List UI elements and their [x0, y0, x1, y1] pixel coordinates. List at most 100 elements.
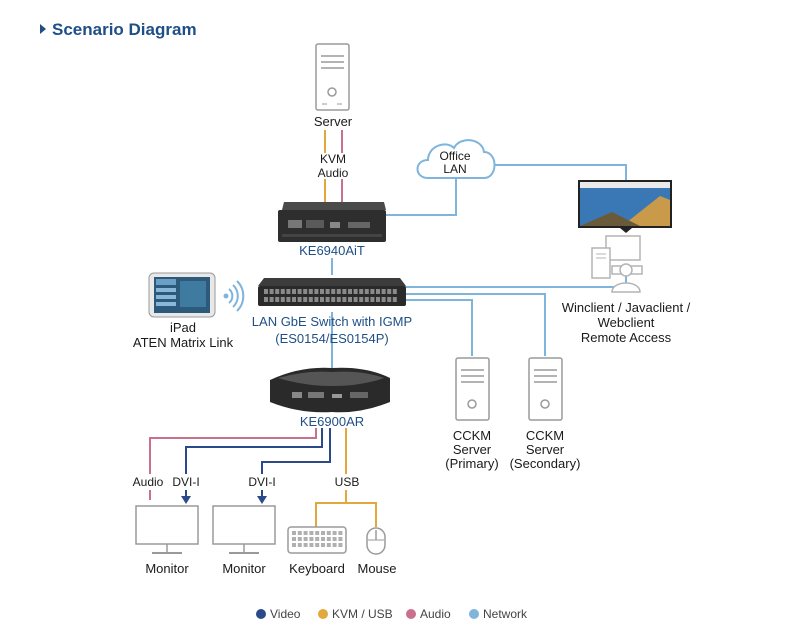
switch-port — [370, 297, 375, 302]
page-title: Scenario Diagram — [52, 20, 197, 39]
office-lan-label-1: Office — [439, 149, 470, 163]
keyboard-key — [303, 537, 308, 541]
switch-port — [387, 297, 392, 302]
keyboard-key — [292, 543, 296, 547]
keyboard-key — [309, 543, 314, 547]
client-label-1: Winclient / Javaclient / — [562, 300, 691, 315]
switch-label-2: (ES0154/ES0154P) — [275, 331, 388, 346]
client-label-3: Remote Access — [581, 330, 672, 345]
triangle-right-icon — [40, 24, 46, 34]
cckm-primary-label-2: Server — [453, 442, 492, 457]
cckm-secondary-label-1: CCKM — [526, 428, 564, 443]
keyboard-key — [315, 543, 320, 547]
switch-port — [308, 297, 313, 302]
monitor-label-2: Monitor — [222, 561, 266, 576]
keyboard-key — [321, 543, 325, 547]
switch-port — [376, 289, 380, 294]
switch-port — [308, 289, 313, 294]
keyboard-key — [321, 537, 325, 541]
switch-port — [370, 289, 375, 294]
ipad-device — [148, 272, 216, 318]
switch-port — [314, 289, 319, 294]
cloud-icon — [416, 139, 496, 179]
tower-server-icon — [455, 357, 490, 421]
tower-server-icon — [315, 43, 350, 111]
switch-port — [376, 297, 380, 302]
keyboard-key — [338, 531, 343, 535]
arrow-down-icon — [257, 496, 267, 504]
ke6940-device — [278, 202, 386, 242]
arrow-down-icon — [181, 496, 191, 504]
switch-port — [286, 297, 291, 302]
switch-port — [264, 297, 268, 302]
keyboard-key — [332, 543, 337, 547]
switch-device — [258, 278, 406, 306]
keyboard-key — [297, 543, 302, 547]
switch-port — [292, 297, 296, 302]
monitor-label-1: Monitor — [145, 561, 189, 576]
usb-label: USB — [335, 475, 360, 489]
switch-port — [364, 289, 369, 294]
monitor-icon — [135, 505, 199, 554]
switch-port — [303, 297, 308, 302]
switch-port — [264, 289, 268, 294]
keyboard-key — [292, 531, 296, 535]
cckm-primary-label-1: CCKM — [453, 428, 491, 443]
switch-port — [348, 289, 352, 294]
switch-port — [392, 289, 397, 294]
switch-port — [387, 289, 392, 294]
cckm-secondary-label-2: Server — [526, 442, 565, 457]
switch-port — [381, 289, 386, 294]
office-lan-label-2: LAN — [443, 162, 466, 176]
keyboard-key — [326, 531, 331, 535]
switch-port — [364, 297, 369, 302]
switch-port — [297, 289, 302, 294]
legend-label-audio: Audio — [420, 607, 451, 621]
cckm-secondary-label-3: (Secondary) — [510, 456, 581, 471]
server-label: Server — [314, 114, 353, 129]
client-label-2: Webclient — [598, 315, 655, 330]
switch-port — [348, 297, 352, 302]
switch-port — [269, 297, 274, 302]
keyboard-key — [338, 543, 343, 547]
switch-port — [325, 289, 330, 294]
switch-port — [392, 297, 397, 302]
pc-icon — [591, 235, 643, 293]
wifi-icon — [223, 280, 245, 312]
switch-port — [342, 289, 347, 294]
keyboard-key — [338, 537, 343, 541]
mouse-label: Mouse — [357, 561, 396, 576]
ke6900-label: KE6900AR — [300, 414, 364, 429]
keyboard-key — [321, 531, 325, 535]
keyboard-key — [315, 537, 320, 541]
switch-port — [381, 297, 386, 302]
tower-server-icon — [528, 357, 563, 421]
keyboard-key — [297, 537, 302, 541]
dvi-label-1: DVI-I — [172, 475, 199, 489]
keyboard-key — [315, 531, 320, 535]
switch-port — [269, 289, 274, 294]
switch-port — [331, 289, 336, 294]
keyboard-icon — [287, 526, 347, 554]
network-line-cckm-primary — [405, 299, 473, 356]
switch-port — [286, 289, 291, 294]
switch-port — [303, 289, 308, 294]
legend: Video KVM / USB Audio Network — [256, 607, 528, 621]
keyboard-key — [326, 537, 331, 541]
mouse-icon — [366, 527, 386, 555]
usb-split-line — [315, 502, 377, 527]
keyboard-key — [332, 531, 337, 535]
legend-swatch-kvm-usb — [318, 609, 328, 619]
monitor-icon — [212, 505, 276, 554]
switch-port — [353, 297, 358, 302]
switch-port — [280, 297, 285, 302]
legend-label-kvm-usb: KVM / USB — [332, 607, 393, 621]
network-line-cloud-client — [488, 164, 627, 180]
dvi-label-2: DVI-I — [248, 475, 275, 489]
switch-port — [359, 297, 364, 302]
switch-port — [275, 289, 280, 294]
switch-port — [336, 289, 341, 294]
keyboard-key — [297, 531, 302, 535]
legend-swatch-network — [469, 609, 479, 619]
